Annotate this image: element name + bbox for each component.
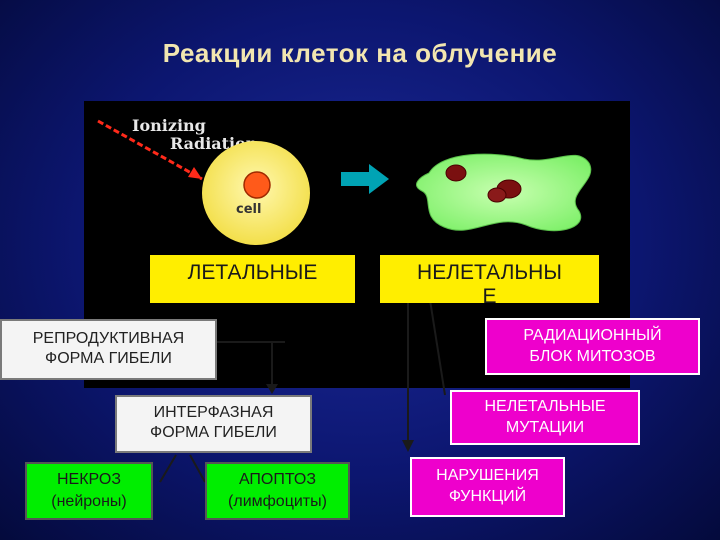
mitotic-block-line1: РАДИАЦИОННЫЙ: [523, 327, 662, 344]
mitotic-block-line2: БЛОК МИТОЗОВ: [529, 348, 656, 365]
necrosis-line2: (нейроны): [51, 493, 127, 510]
apoptosis-box: АПОПТОЗ (лимфоциты): [205, 462, 350, 520]
reproductive-death-box: РЕПРОДУКТИВНАЯ ФОРМА ГИБЕЛИ: [0, 319, 217, 380]
apoptosis-line1: АПОПТОЗ: [238, 471, 317, 488]
apoptosis-line2: (лимфоциты): [228, 493, 327, 510]
interphase-death-line1: ИНТЕРФАЗНАЯ: [153, 404, 274, 421]
radiation-label-line1: Ionizing: [132, 116, 206, 135]
nonlethal-label: НЕЛЕТАЛЬНЫ Е: [380, 255, 599, 308]
right-arrow-icon: [341, 164, 389, 194]
nonlethal-text-line2: Е: [482, 285, 497, 308]
nonlethal-mutations-line2: МУТАЦИИ: [505, 419, 585, 436]
dysfunction-line2: ФУНКЦИЙ: [448, 488, 527, 505]
lethal-text: ЛЕТАЛЬНЫЕ: [187, 261, 318, 284]
nonlethal-text-line1: НЕЛЕТАЛЬНЫ: [417, 261, 562, 284]
healthy-cell-icon: [202, 141, 310, 245]
dysfunction-box: НАРУШЕНИЯ ФУНКЦИЙ: [410, 457, 565, 517]
reproductive-death-line2: ФОРМА ГИБЕЛИ: [45, 350, 172, 367]
slide-title: Реакции клеток на облучение: [162, 38, 558, 68]
lethal-label: ЛЕТАЛЬНЫЕ: [150, 255, 355, 303]
interphase-death-line2: ФОРМА ГИБЕЛИ: [150, 424, 277, 441]
nonlethal-mutations-box: НЕЛЕТАЛЬНЫЕ МУТАЦИИ: [450, 390, 640, 445]
cell-label: cell: [236, 202, 261, 217]
nonlethal-mutations-line1: НЕЛЕТАЛЬНЫЕ: [484, 398, 606, 415]
reproductive-death-line1: РЕПРОДУКТИВНАЯ: [32, 330, 185, 347]
necrosis-line1: НЕКРОЗ: [57, 471, 121, 488]
radiation-arrow-icon: [97, 119, 203, 181]
dysfunction-line1: НАРУШЕНИЯ: [436, 467, 539, 484]
damaged-cell-icon: [416, 153, 592, 232]
mitotic-block-box: РАДИАЦИОННЫЙ БЛОК МИТОЗОВ: [485, 318, 700, 375]
necrosis-box: НЕКРОЗ (нейроны): [25, 462, 153, 520]
nucleus-icon: [243, 171, 271, 199]
interphase-death-box: ИНТЕРФАЗНАЯ ФОРМА ГИБЕЛИ: [115, 395, 312, 453]
